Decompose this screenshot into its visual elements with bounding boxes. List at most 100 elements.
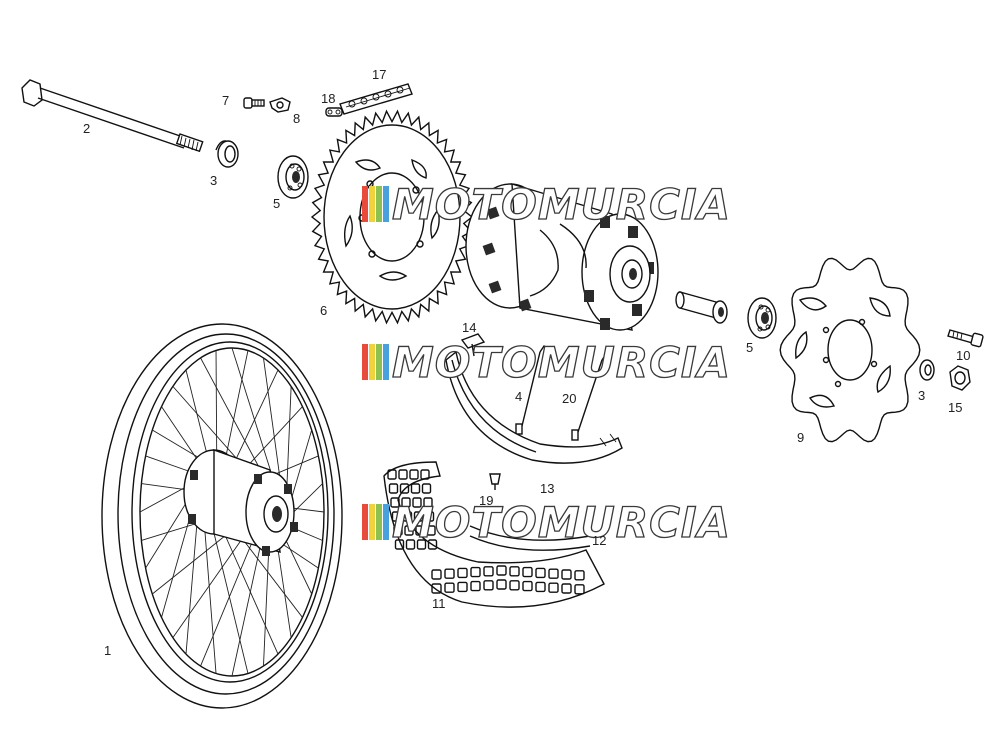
callout-15: 15: [948, 400, 962, 415]
wheel-spoke: [231, 540, 262, 677]
tyre-knob: [483, 566, 494, 577]
wheel-spoke: [203, 518, 217, 674]
tyre-knob: [398, 469, 408, 480]
tyre-knob: [509, 566, 520, 577]
washer-part-3-right: [919, 359, 935, 381]
callout-3-left: 3: [210, 173, 217, 188]
tyre-knob: [410, 483, 421, 494]
wheel-spoke: [231, 347, 275, 484]
tyre-knob: [457, 581, 468, 593]
wheel-spoke: [210, 521, 249, 674]
tyre-knob: [424, 511, 435, 522]
wheel-spoke: [200, 535, 256, 667]
axle-spacer: [675, 291, 728, 324]
tyre-knob: [402, 511, 413, 522]
svg-text:MOTOMURCIA: MOTOMURCIA: [392, 180, 731, 229]
chain-part-17: [339, 83, 413, 115]
tyre-knob: [401, 497, 411, 508]
inner-tube-part-12: [469, 525, 591, 551]
callout-10: 10: [956, 348, 970, 363]
tyre-knob: [416, 539, 427, 550]
tyre-knob: [535, 581, 546, 593]
master-link-part-18: [325, 107, 343, 117]
tyre-knob: [431, 569, 442, 580]
rim-tape-part-13: [445, 350, 623, 464]
tyre-knob: [522, 566, 533, 578]
callout-8: 8: [293, 111, 300, 126]
bearing-part-5-left: [277, 155, 309, 199]
callout-13: 13: [540, 481, 554, 496]
rim-lock-part-14: [460, 333, 486, 357]
wheel-spoke: [218, 521, 279, 655]
tyre-knob: [421, 483, 432, 494]
tyre-knob: [574, 570, 585, 581]
tyre-knob: [522, 580, 533, 592]
callout-2: 2: [83, 121, 90, 136]
wheel-spoke: [263, 541, 270, 667]
wheel-spoke: [215, 350, 218, 463]
callout-6: 6: [320, 303, 327, 318]
tyre-knob: [561, 583, 572, 594]
wheel-spoke: [145, 493, 193, 569]
tyre-knob: [470, 580, 481, 592]
tyre-knob: [415, 525, 425, 536]
tyre-part-11: [383, 461, 605, 608]
watermark-top: MOTOMURCIA: [362, 179, 731, 230]
callout-1: 1: [104, 643, 111, 658]
svg-text:MOTOMURCIA: MOTOMURCIA: [392, 498, 731, 547]
tyre-knob: [483, 580, 494, 591]
tyre-knob: [509, 580, 520, 591]
wheel-spoke: [161, 406, 203, 468]
tyre-knob: [405, 539, 416, 550]
tyre-knob: [420, 469, 430, 480]
callout-14: 14: [462, 320, 476, 335]
tyre-knob: [470, 566, 481, 578]
callout-labels: 1 2 3 3 4 5 5 6 7 8 9 10 11 12 13 14 15 …: [83, 67, 970, 658]
callout-20: 20: [562, 391, 576, 406]
tyre-knob: [426, 525, 436, 536]
wheel-spoke: [185, 512, 199, 655]
tyre-knob: [574, 584, 585, 595]
callout-9: 9: [797, 430, 804, 445]
wheel-assembly-part-1: [101, 323, 343, 709]
svg-text:MOTOMURCIA: MOTOMURCIA: [392, 338, 731, 387]
axle-bolt-part-2: [21, 79, 204, 153]
watermark-bottom: MOTOMURCIA: [362, 497, 731, 548]
tyre-knob: [548, 582, 559, 593]
tyre-knob: [496, 579, 507, 590]
callout-17: 17: [372, 67, 386, 82]
tyre-knob: [390, 497, 400, 508]
callout-7: 7: [222, 93, 229, 108]
valve-part-19: [489, 473, 501, 490]
tyre-knob: [393, 525, 403, 536]
tyre-knob: [399, 483, 410, 494]
spoke-part-20: [571, 353, 611, 441]
tyre-knob: [427, 539, 438, 550]
callout-18: 18: [321, 91, 335, 106]
callout-11: 11: [432, 596, 446, 611]
spacer-washer-part-3-left: [215, 140, 239, 168]
callout-3-right: 3: [918, 388, 925, 403]
tyre-knob: [409, 469, 419, 480]
tyre-knob: [394, 539, 405, 550]
wheel-spoke: [276, 539, 292, 638]
tyre-knob: [561, 569, 572, 580]
wheel-spoke: [172, 527, 250, 638]
tyre-knob: [431, 583, 442, 594]
tyre-knob: [457, 567, 468, 579]
callout-12: 12: [592, 533, 606, 548]
callout-5-left: 5: [273, 196, 280, 211]
wheel-spoke: [263, 357, 282, 489]
screw-part-7: [243, 97, 265, 109]
wheel-spoke: [286, 386, 292, 496]
spoke-part-4: [515, 345, 549, 435]
tyre-knob: [404, 525, 414, 536]
nut-part-15: [949, 365, 971, 391]
tyre-knob: [388, 483, 399, 494]
callout-19: 19: [479, 493, 493, 508]
tyre-knob: [423, 497, 433, 508]
tyre-knob: [444, 568, 455, 579]
rear-hub: [465, 183, 659, 331]
tyre-knob: [444, 582, 455, 593]
